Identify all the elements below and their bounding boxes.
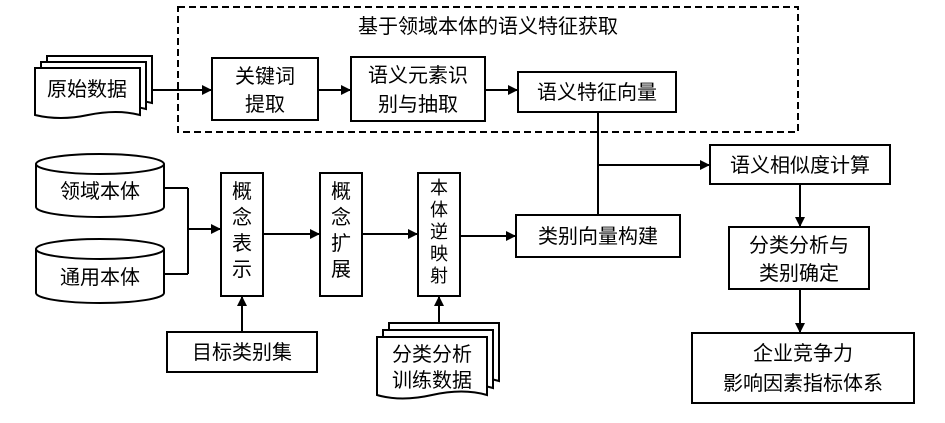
ontology-reverse-char: 体 xyxy=(430,200,448,221)
keyword-extract-line1: 关键词 xyxy=(235,64,295,88)
semantic-element-line2: 别与抽取 xyxy=(378,92,458,116)
training-data-line1: 分类分析 xyxy=(392,342,472,366)
target-set-label: 目标类别集 xyxy=(192,340,292,364)
concept-expand-node xyxy=(319,172,363,297)
semantic-vector-label: 语义特征向量 xyxy=(537,80,657,104)
result-line2: 影响因素指标体系 xyxy=(723,371,883,395)
ontology-reverse-char: 射 xyxy=(430,266,448,287)
raw-data-label: 原始数据 xyxy=(47,77,127,101)
result-node xyxy=(691,332,915,404)
classify-node xyxy=(728,226,870,290)
general-ontology-label: 通用本体 xyxy=(60,265,140,289)
concept-repr-char: 概 xyxy=(232,179,252,203)
result-line1: 企业竞争力 xyxy=(753,341,853,365)
semantic-element-node xyxy=(350,56,486,122)
ontology-reverse-char: 逆 xyxy=(430,222,448,243)
concept-expand-char: 概 xyxy=(331,179,351,203)
class-vector-label: 类别向量构建 xyxy=(538,224,658,248)
training-data-line2: 训练数据 xyxy=(392,368,472,392)
concept-repr-char: 念 xyxy=(232,205,252,229)
keyword-extract-node xyxy=(211,57,319,121)
raw-data-node: 原始数据 xyxy=(34,55,153,119)
semantic-element-line1: 语义元素识 xyxy=(368,63,468,87)
concept-expand-char: 展 xyxy=(331,257,351,281)
concept-expand-char: 扩 xyxy=(331,231,351,255)
connectors xyxy=(152,85,805,333)
domain-ontology-node: 领域本体 xyxy=(35,153,165,218)
classify-line1: 分类分析与 xyxy=(749,233,849,257)
concept-repr-char: 表 xyxy=(232,231,252,255)
training-data-node: 分类分析 训练数据 xyxy=(376,322,500,400)
concept-expand-char: 念 xyxy=(331,205,351,229)
keyword-extract-line2: 提取 xyxy=(245,92,285,116)
concept-repr-char: 示 xyxy=(232,257,252,281)
semantic-feature-group xyxy=(177,6,799,133)
ontology-reverse-char: 本 xyxy=(430,178,448,199)
similarity-node xyxy=(709,144,891,185)
ontology-reverse-node xyxy=(417,172,461,297)
similarity-label: 语义相似度计算 xyxy=(730,153,870,177)
target-set-node xyxy=(166,331,318,373)
classify-line2: 类别确定 xyxy=(759,261,839,285)
domain-ontology-label: 领域本体 xyxy=(60,179,140,203)
ontology-reverse-char: 映 xyxy=(430,244,448,265)
general-ontology-node: 通用本体 xyxy=(35,238,165,304)
group-title: 基于领域本体的语义特征获取 xyxy=(358,14,618,38)
